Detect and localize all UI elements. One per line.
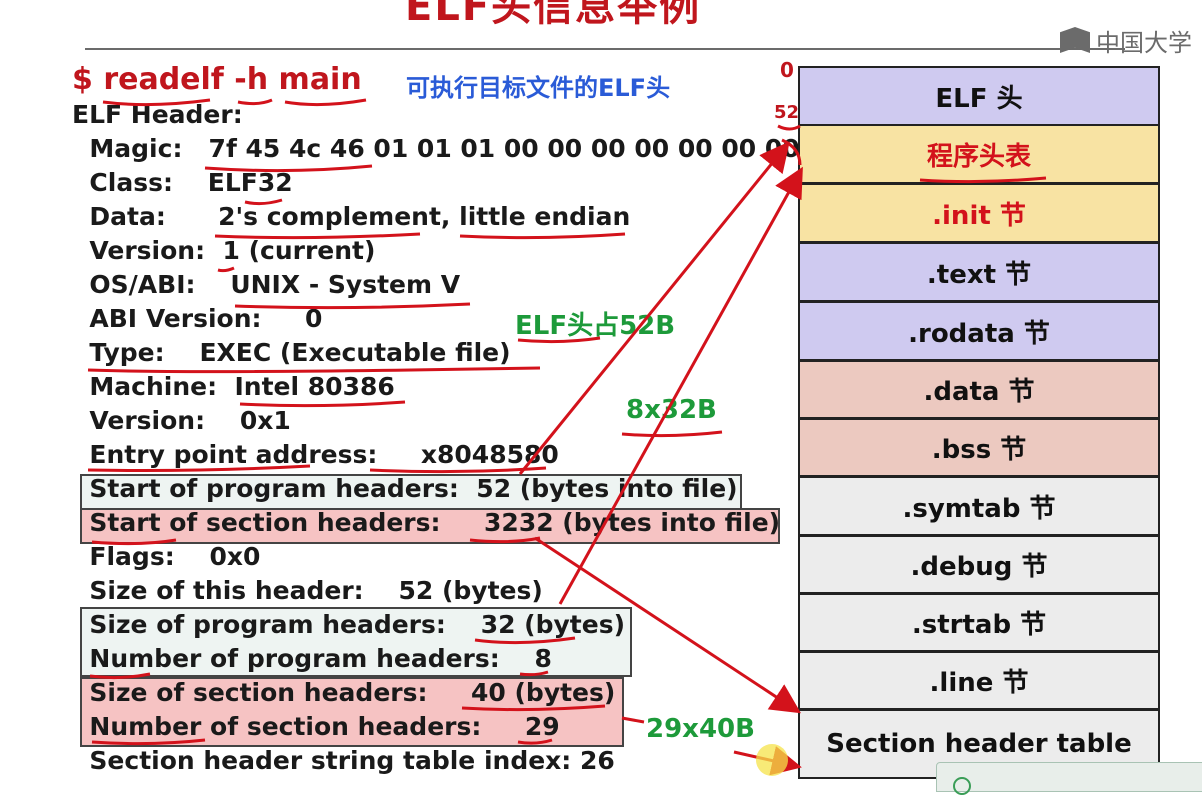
elf-header-line: Start of program headers: 52 (bytes into… bbox=[72, 474, 738, 503]
elf-header-line: OS/ABI: UNIX - System V bbox=[72, 270, 461, 299]
elf-header-line: Version: 1 (current) bbox=[72, 236, 376, 265]
elf-section-block: .data 节 bbox=[798, 360, 1160, 419]
elf-section-block: .symtab 节 bbox=[798, 476, 1160, 536]
elf-header-line: Start of section headers: 3232 (bytes in… bbox=[72, 508, 781, 537]
section-headers-size-highlight bbox=[80, 677, 624, 747]
book-logo-icon bbox=[1060, 27, 1090, 53]
elf-header-line: Magic: 7f 45 4c 46 01 01 01 00 00 00 00 … bbox=[72, 134, 887, 163]
elf-header-line: Number of section headers: 29 bbox=[72, 712, 560, 741]
bottom-notification-bar[interactable] bbox=[936, 762, 1202, 795]
elf-header-line: Machine: Intel 80386 bbox=[72, 372, 395, 401]
elf-section-block: .init 节 bbox=[798, 183, 1160, 243]
elf-header-line: Entry point address: x8048580 bbox=[72, 440, 559, 469]
readelf-command: $ readelf -h main bbox=[72, 62, 362, 97]
elf-header-line: Version: 0x1 bbox=[72, 406, 291, 435]
slide-title: ELF头信息举例 bbox=[405, 0, 702, 30]
section-table-size-note: 29x40B bbox=[646, 714, 755, 744]
elf-section-block: ELF 头 bbox=[798, 66, 1160, 126]
elf-header-line: Section header string table index: 26 bbox=[72, 746, 615, 775]
elf-header-line: Number of program headers: 8 bbox=[72, 644, 552, 673]
elf-head-size-note: ELF头占52B bbox=[515, 311, 676, 341]
elf-section-block: .bss 节 bbox=[798, 418, 1160, 477]
elf-header-line: Class: ELF32 bbox=[72, 168, 293, 197]
elf-header-line: ELF Header: bbox=[72, 100, 243, 129]
status-circle-icon bbox=[953, 777, 971, 795]
logo-text: 中国大学 bbox=[1096, 28, 1192, 57]
offset-zero-annotation: 0 bbox=[780, 58, 794, 82]
elf-section-block: .rodata 节 bbox=[798, 301, 1160, 361]
cursor-highlight bbox=[756, 744, 788, 776]
title-divider bbox=[85, 48, 1125, 50]
elf-section-block: .strtab 节 bbox=[798, 593, 1160, 652]
elf-section-block: .debug 节 bbox=[798, 535, 1160, 594]
elf-header-line: Size of section headers: 40 (bytes) bbox=[72, 678, 616, 707]
elf-header-line: ABI Version: 0 bbox=[72, 304, 323, 333]
program-table-size-note: 8x32B bbox=[626, 395, 717, 425]
offset-52-annotation: 52 bbox=[774, 102, 800, 123]
elf-header-line: Data: 2's complement, little endian bbox=[72, 202, 631, 231]
elf-header-line: Type: EXEC (Executable file) bbox=[72, 338, 511, 367]
university-logo: 中国大学 bbox=[1060, 20, 1192, 60]
elf-section-block: .text 节 bbox=[798, 242, 1160, 302]
elf-header-line: Flags: 0x0 bbox=[72, 542, 261, 571]
elf-section-block: 程序头表 bbox=[798, 124, 1160, 184]
elf-section-block: .line 节 bbox=[798, 651, 1160, 710]
elf-header-line: Size of this header: 52 (bytes) bbox=[72, 576, 543, 605]
command-note: 可执行目标文件的ELF头 bbox=[406, 74, 671, 102]
elf-header-line: Size of program headers: 32 (bytes) bbox=[72, 610, 626, 639]
